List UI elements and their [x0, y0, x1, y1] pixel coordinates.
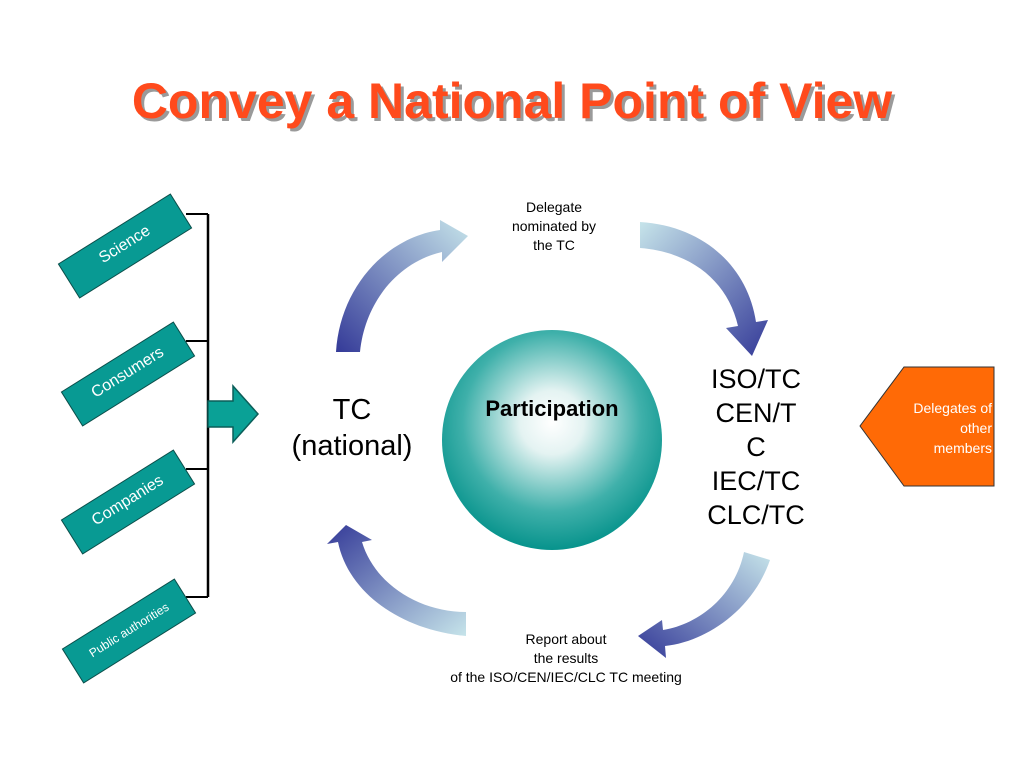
input-arrow	[207, 384, 260, 444]
committee-item: CEN/T	[715, 398, 797, 428]
delegate-note-line: Delegate	[525, 199, 583, 215]
delegate-note: Delegate nominated by the TC	[474, 198, 634, 255]
committee-item: C	[746, 432, 766, 462]
other-delegates-line: Delegates of	[913, 400, 992, 416]
other-delegates-line: other	[960, 420, 992, 436]
other-delegates-line: members	[933, 440, 992, 456]
participation-label: Participation	[485, 396, 619, 421]
participation-sphere	[442, 330, 662, 550]
report-note: Report about the results of the ISO/CEN/…	[406, 630, 726, 687]
source-bracket	[186, 213, 210, 598]
report-note-line: of the ISO/CEN/IEC/CLC TC meeting	[450, 669, 682, 685]
report-note-line: Report about	[525, 631, 607, 647]
committee-item: ISO/TC	[710, 364, 801, 394]
tc-national-label: TC (national)	[262, 392, 442, 464]
committee-item: IEC/TC	[711, 466, 801, 496]
source-box-science	[57, 193, 193, 299]
committee-item: CLC/TC	[707, 500, 805, 530]
arrow-tc-to-delegate	[336, 220, 468, 352]
other-delegates-label: Delegates of other members	[880, 398, 992, 458]
delegate-note-line: nominated by	[511, 218, 597, 234]
delegate-note-line: the TC	[533, 237, 575, 253]
committee-list: ISO/TC CEN/T C IEC/TC CLC/TC	[680, 362, 832, 532]
source-box-public-authorities	[61, 578, 197, 684]
arrow-delegate-to-iso	[640, 222, 768, 356]
arrow-iso-to-report	[638, 552, 770, 658]
arrow-report-to-tc	[327, 525, 466, 636]
tc-national-line2: (national)	[291, 430, 413, 462]
source-box-consumers	[60, 321, 196, 427]
page-title: Convey a National Point of View	[131, 73, 893, 129]
source-box-companies	[60, 449, 196, 555]
report-note-line: the results	[533, 650, 599, 666]
tc-national-line1: TC	[332, 394, 372, 426]
other-delegates-box	[859, 366, 995, 487]
